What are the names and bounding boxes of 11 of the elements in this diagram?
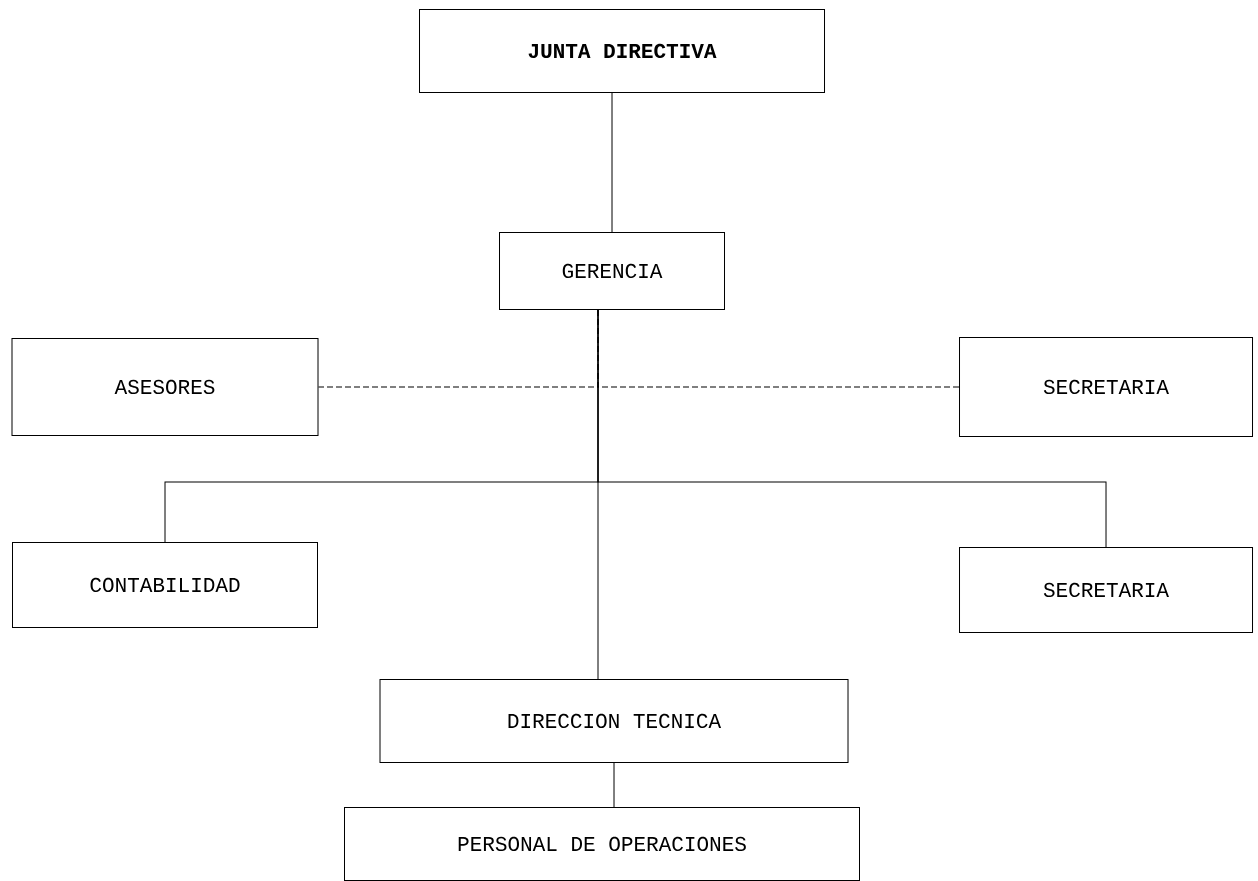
connector-line [611,92,613,233]
org-box: GERENCIA [499,232,725,310]
org-box: CONTABILIDAD [12,542,318,628]
org-box: SECRETARIA [959,547,1253,633]
org-box: JUNTA DIRECTIVA [419,9,825,93]
org-box: ASESORES [11,338,319,436]
org-box: PERSONAL DE OPERACIONES [344,807,860,881]
org-box: SECRETARIA [959,337,1253,437]
connector-line [613,762,615,808]
org-box: DIRECCION TECNICA [379,679,849,763]
connector-line [597,309,599,680]
